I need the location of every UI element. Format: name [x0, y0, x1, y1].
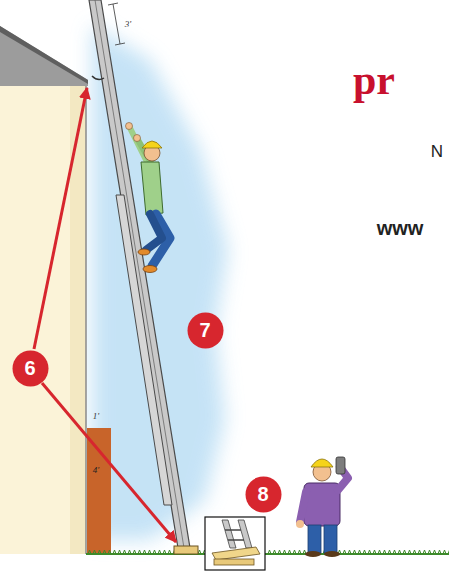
dimension-label: 4': [93, 465, 99, 475]
grass-tuft: [128, 550, 131, 554]
callout-circle-shape: [12, 350, 48, 386]
clearance-block: [87, 428, 111, 553]
grass-tuft: [428, 550, 431, 554]
grass-tuft: [423, 550, 426, 554]
leader-arrow: [34, 88, 87, 349]
callout-number: 7: [187, 312, 224, 349]
dimension-bracket: [108, 3, 125, 45]
roof: [0, 26, 88, 86]
climbing-worker: [126, 123, 171, 273]
callout-text: 7: [187, 312, 224, 349]
house-wall: [0, 82, 86, 554]
grass-tuft: [93, 550, 96, 554]
grass-tuft: [383, 550, 386, 554]
grass-tuft: [88, 550, 91, 554]
ladder-rail-line: [95, 0, 184, 548]
grass-tuft: [298, 550, 301, 554]
grass-tuft: [133, 550, 136, 554]
ladder-foot-block: [174, 546, 198, 554]
grass-tuft: [143, 550, 146, 554]
grass-tuft: [358, 550, 361, 554]
spotter-worker: [296, 457, 348, 557]
grass-tuft: [348, 550, 351, 554]
brand-text: pr: [353, 56, 395, 104]
grass-tuft: [283, 550, 286, 554]
grass-tuft: [403, 550, 406, 554]
grass-tuft: [293, 550, 296, 554]
grass-tuft: [158, 550, 161, 554]
callout-number: 6: [12, 350, 49, 387]
grass-tuft: [113, 550, 116, 554]
grass-tuft: [378, 550, 381, 554]
grass-tuft: [388, 550, 391, 554]
body-text: N: [431, 142, 443, 162]
grass-tuft: [123, 550, 126, 554]
grass-tuft: [343, 550, 346, 554]
grass-tuft: [268, 550, 271, 554]
grass-tuft: [103, 550, 106, 554]
grass-tuft: [138, 550, 141, 554]
grass-tuft: [393, 550, 396, 554]
grass-tuft: [153, 550, 156, 554]
grass-tuft: [443, 550, 446, 554]
grass-tuft: [418, 550, 421, 554]
leader-arrow: [42, 383, 176, 542]
callout-text: 6: [12, 350, 49, 387]
callout-number: 8: [245, 476, 282, 513]
dimension-label: 3': [125, 19, 131, 29]
grass-tuft: [353, 550, 356, 554]
ladder-rail: [89, 0, 190, 548]
grass-tuft: [408, 550, 411, 554]
callout-circle-shape: [245, 476, 281, 512]
web-address: www: [377, 217, 424, 240]
grass-tuft: [278, 550, 281, 554]
grass-tuft: [448, 550, 449, 554]
grass-tuft: [168, 550, 171, 554]
roof-edge: [0, 26, 88, 84]
dimension-label: 1': [93, 411, 99, 421]
grass-tuft: [148, 550, 151, 554]
grass-tuft: [363, 550, 366, 554]
grass-tuft: [108, 550, 111, 554]
grass-tuft: [273, 550, 276, 554]
grass: [88, 550, 449, 554]
grass-tuft: [163, 550, 166, 554]
callout-circle-shape: [187, 312, 223, 348]
grass-tuft: [413, 550, 416, 554]
callout-text: 8: [245, 476, 282, 513]
grass-tuft: [373, 550, 376, 554]
grass-tuft: [368, 550, 371, 554]
grass-tuft: [98, 550, 101, 554]
grass-tuft: [398, 550, 401, 554]
grass-tuft: [288, 550, 291, 554]
wall-edge: [85, 82, 87, 554]
ladder-fly: [116, 195, 172, 505]
grass-tuft: [433, 550, 436, 554]
grass-tuft: [438, 550, 441, 554]
foot-inset: [205, 517, 265, 570]
ladder-hook: [92, 76, 104, 80]
grass-tuft: [118, 550, 121, 554]
